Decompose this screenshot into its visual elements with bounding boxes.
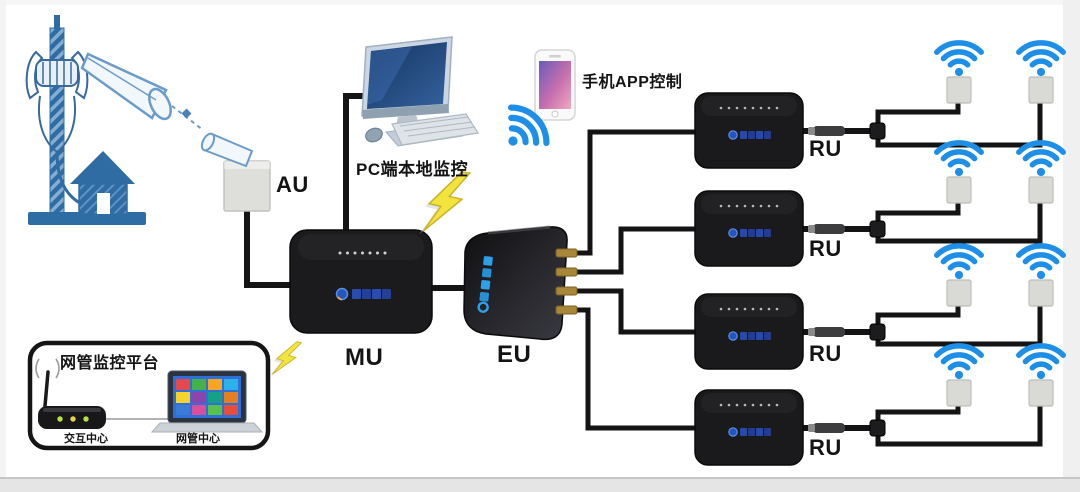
cable-splitters (808, 122, 886, 437)
cable-eu-port2-to-ru2 (574, 226, 700, 275)
mouse-icon (365, 127, 383, 143)
canvas-edge (0, 0, 6, 477)
desktop-computer-icon (361, 36, 479, 147)
au-label: AU (276, 172, 309, 197)
horn-antenna-large-icon (80, 52, 172, 121)
radio-link-icon (171, 105, 204, 131)
wifi-icon (1019, 346, 1063, 379)
phone-app-label: 手机APP控制 (582, 74, 683, 91)
antenna-unit-box (223, 160, 271, 212)
wifi-icon (937, 43, 981, 76)
canvas-edge (0, 0, 1080, 5)
ru-label-2: RU (809, 236, 842, 261)
wifi-icon (1019, 143, 1063, 176)
cell-tower-icon (25, 15, 146, 225)
remote-unit-box (694, 92, 804, 169)
cable-eu-port3-to-ru3 (574, 288, 700, 335)
rf-port-connectors (555, 248, 578, 315)
ru-label-1: RU (809, 136, 842, 161)
remote-unit-box (694, 190, 804, 267)
brand-logo-icon (477, 256, 493, 313)
cable-ru3-antenna-a (875, 303, 961, 329)
led-indicators (338, 251, 387, 255)
horn-antenna-small-icon (200, 132, 254, 168)
master-unit-box (289, 229, 433, 334)
cable-au-to-mu (244, 210, 296, 288)
eu-label: EU (497, 341, 532, 368)
keyboard-icon (391, 113, 479, 146)
pc-monitor-label: PC端本地监控 (356, 160, 469, 179)
nms-box (27, 340, 271, 451)
wifi-icon (937, 143, 981, 176)
remote-unit-box (694, 293, 804, 370)
cable-ru4-antenna-b (875, 403, 1043, 447)
ru-label-4: RU (809, 435, 842, 460)
cable-ru2-antenna-a (875, 200, 961, 226)
laptop-label: 网管中心 (176, 433, 220, 445)
router-label: 交互中心 (64, 433, 108, 445)
wifi-icon (937, 246, 981, 279)
house-icon (70, 151, 135, 215)
ceiling-antennas (937, 43, 1063, 407)
brand-logo-icon (335, 287, 391, 301)
nms-title: 网管监控平台 (60, 355, 160, 372)
wifi-icon (1019, 246, 1063, 279)
cable-eu-port4-to-ru4 (574, 307, 700, 431)
laptop-icon (150, 370, 264, 433)
extension-unit-box (463, 225, 578, 341)
wifi-icon (1019, 43, 1063, 76)
canvas-edge (0, 477, 1080, 492)
router-icon (35, 358, 106, 429)
mu-label: MU (345, 344, 384, 371)
wifi-icon (937, 346, 981, 379)
lightning-icon (269, 337, 302, 381)
cable-ru4-antenna-a (875, 403, 961, 425)
remote-unit-box (694, 389, 804, 466)
cable-eu-port1-to-ru1 (574, 129, 700, 256)
cable-ru1-antenna-a (875, 100, 961, 128)
smartphone-icon (534, 49, 576, 121)
canvas-edge (1063, 0, 1080, 477)
ru-label-3: RU (809, 341, 842, 366)
